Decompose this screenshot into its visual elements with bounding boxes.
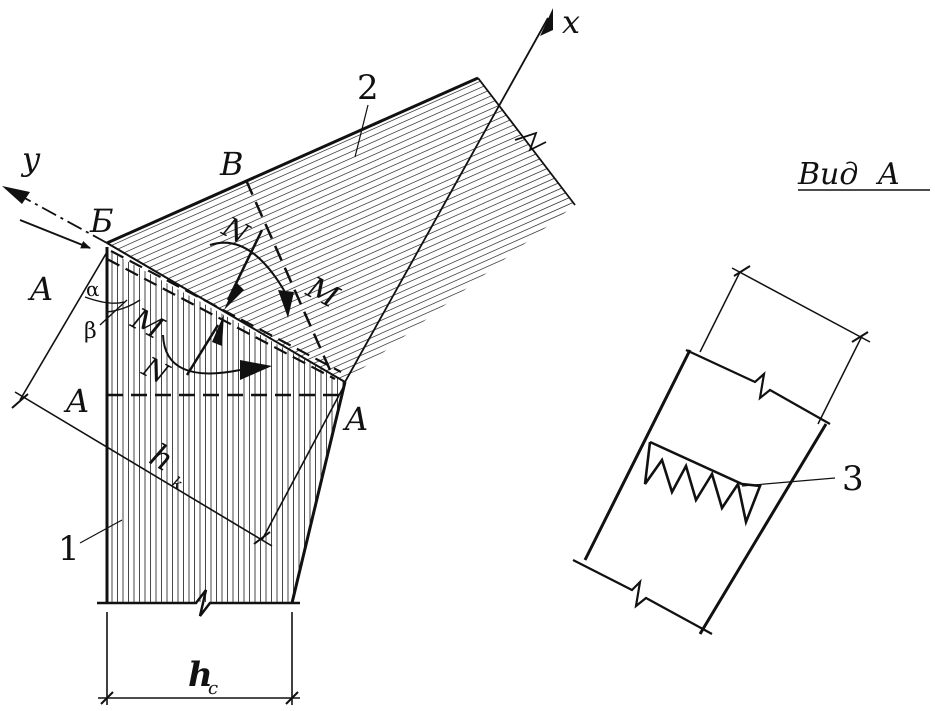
beam-hatch-line xyxy=(107,203,575,382)
beam-hatch-line xyxy=(107,144,575,377)
beam-hatch-line xyxy=(107,378,575,382)
beam-hatch-line xyxy=(107,78,575,293)
beam-hatch-line xyxy=(107,78,575,221)
leader-1 xyxy=(79,519,123,544)
label-part-3: 3 xyxy=(842,459,864,499)
beam-hatch-line xyxy=(80,386,600,617)
beam-hatch-line xyxy=(107,78,575,234)
beam-hatch-line xyxy=(107,235,575,382)
beam-hatch-line xyxy=(107,78,575,260)
label-A-left: A xyxy=(27,270,53,308)
view-A-arrow xyxy=(19,219,91,249)
beam-hatch-line xyxy=(107,190,575,382)
beam-hatch-line xyxy=(107,307,575,382)
label-M-right: M xyxy=(300,270,346,316)
section-V-line xyxy=(244,179,332,371)
label-B-cyr: Б xyxy=(89,202,114,240)
dimension-hk xyxy=(11,251,346,547)
beam-hatch-line xyxy=(107,151,575,382)
label-A-mid: A xyxy=(63,382,89,420)
dimension-hc xyxy=(98,612,300,705)
beam-hatch-line xyxy=(107,209,575,382)
view-A-detail xyxy=(572,265,871,635)
label-beta: β xyxy=(84,319,97,344)
beam-hatch-line xyxy=(107,78,575,241)
beam-hatch-line xyxy=(107,78,575,215)
beam-hatch-line xyxy=(107,78,575,280)
x-axis-arrowhead xyxy=(540,8,553,36)
y-axis-arrowhead xyxy=(2,186,30,204)
beam-hatch-line xyxy=(107,78,575,306)
joint-seam xyxy=(106,250,342,380)
label-part-2: 2 xyxy=(357,68,379,108)
label-alpha: α xyxy=(86,277,100,301)
label-V: В xyxy=(219,145,244,183)
beam-hatch-line xyxy=(107,78,575,286)
x-axis-line xyxy=(344,17,549,383)
beam-hatch-line xyxy=(107,78,575,202)
moment-M-upper xyxy=(209,241,294,318)
beam-hatch-line xyxy=(107,229,575,382)
label-hc: h xyxy=(188,655,213,695)
view-A-title: Вид А xyxy=(797,157,900,192)
column-outline xyxy=(97,247,347,617)
beam-hatch-line xyxy=(107,313,575,382)
beam-outline xyxy=(106,76,576,383)
y-axis-label: y xyxy=(20,140,41,178)
beam-hatch-line xyxy=(107,112,575,345)
force-N-upper xyxy=(224,229,264,310)
beam-hatch-line xyxy=(107,78,575,195)
angle-marks xyxy=(84,296,141,326)
moment-M-lower xyxy=(162,334,272,380)
y-axis-line xyxy=(9,189,108,244)
beam-hatch-line xyxy=(107,222,575,382)
force-N-lower xyxy=(185,314,224,376)
beam-hatch-line xyxy=(107,78,575,247)
beam-hatch-line xyxy=(80,392,600,623)
x-axis-label: x xyxy=(562,3,580,41)
beam-hatch-line xyxy=(107,196,575,382)
leader-2 xyxy=(354,104,369,158)
label-A-right: A xyxy=(342,400,368,438)
beam-hatch-line xyxy=(107,78,575,299)
label-hc-sub: c xyxy=(208,678,218,699)
beam-hatch-line xyxy=(107,78,575,273)
beam-hatch-line xyxy=(107,78,575,267)
label-part-1: 1 xyxy=(58,529,80,569)
